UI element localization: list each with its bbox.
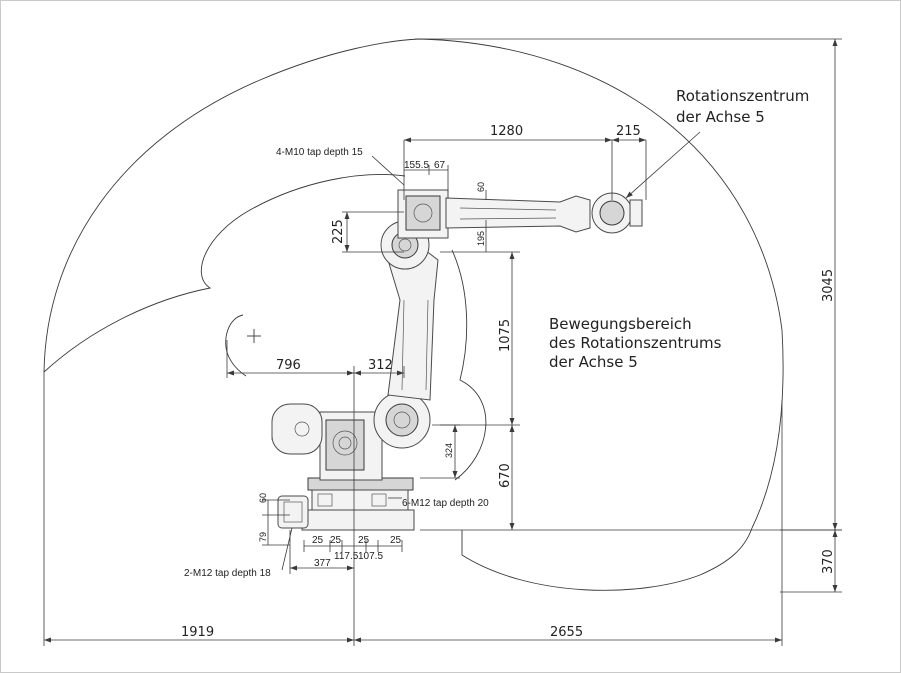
dim-225: 225 [331, 219, 346, 244]
workspace-inner-right [451, 249, 487, 481]
dim-3045: 3045 [821, 269, 836, 302]
dim-377: 377 [314, 558, 331, 569]
motion-range-label-2: des Rotationszentrums [549, 334, 722, 352]
workspace-outer-envelope [43, 38, 784, 529]
dim-215: 215 [616, 124, 641, 139]
dim-312: 312 [368, 358, 393, 373]
dim-796: 796 [276, 358, 301, 373]
dim-117-5: 117.5 [334, 551, 359, 562]
dim-155-5: 155.5 [404, 160, 429, 171]
dim-60-base: 60 [258, 493, 268, 503]
rotation-center-label-2: der Achse 5 [676, 108, 765, 126]
dim-25-d: 25 [390, 535, 402, 546]
dim-67: 67 [434, 160, 446, 171]
crosshair-marker [247, 329, 261, 343]
motion-range-label-1: Bewegungsbereich [549, 315, 692, 333]
dim-1280: 1280 [490, 124, 523, 139]
robot-arm [271, 189, 643, 531]
dim-195: 195 [476, 231, 486, 246]
dim-79: 79 [258, 532, 268, 542]
rotation-center-label-1: Rotationszentrum [676, 87, 809, 105]
dim-60-top: 60 [476, 182, 486, 192]
workspace-small-arc [225, 314, 247, 377]
dim-25-c: 25 [358, 535, 370, 546]
dim-2655: 2655 [550, 625, 583, 640]
tap-m12-2-note: 2-M12 tap depth 18 [184, 568, 271, 579]
tap-m12-6-note: 6-M12 tap depth 20 [402, 498, 489, 509]
dim-1919: 1919 [181, 625, 214, 640]
dim-670: 670 [498, 463, 513, 488]
dim-370: 370 [821, 549, 836, 574]
tap-m10-note: 4-M10 tap depth 15 [276, 147, 363, 158]
dim-1075: 1075 [498, 319, 513, 352]
dim-25-b: 25 [330, 535, 342, 546]
motion-range-label-3: der Achse 5 [549, 353, 638, 371]
workspace-lower-arc [461, 527, 753, 591]
dim-107-5: 107.5 [358, 551, 383, 562]
dim-25-a: 25 [312, 535, 324, 546]
workspace-inner-envelope [43, 174, 406, 373]
dim-324: 324 [444, 443, 454, 458]
